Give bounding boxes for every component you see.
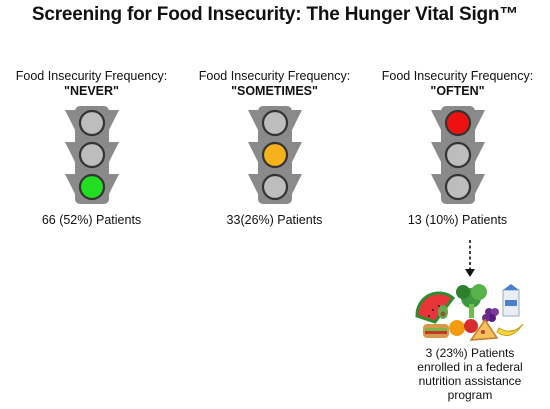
traffic-light-icon: [430, 106, 485, 204]
light-visor: [247, 110, 258, 130]
light-visor: [64, 174, 75, 194]
assistance-line: enrolled in a federal: [417, 360, 523, 374]
lit-lamp: [444, 109, 471, 137]
light-visor: [64, 110, 75, 130]
patient-count: 33(26%) Patients: [226, 213, 323, 227]
column-never: Food Insecurity Frequency: "NEVER" 66 (5…: [0, 0, 183, 409]
traffic-light-icon: [64, 106, 119, 204]
frequency-label: Food Insecurity Frequency:: [198, 69, 351, 83]
frequency-value: "SOMETIMES": [231, 84, 318, 98]
frequency-value: "NEVER": [64, 84, 119, 98]
light-visor: [430, 174, 441, 194]
frequency-value: "OFTEN": [430, 84, 485, 98]
light-visor: [291, 142, 302, 162]
light-visor: [474, 142, 485, 162]
assistance-note: 3 (23%) Patients enrolled in a federal n…: [400, 346, 540, 402]
unlit-lamp: [444, 141, 471, 169]
dashed-arrow-down-icon: [465, 240, 475, 277]
light-visor: [64, 142, 75, 162]
light-visor: [247, 142, 258, 162]
lit-lamp: [78, 173, 105, 201]
unlit-lamp: [261, 109, 288, 137]
assistance-line: nutrition assistance: [418, 374, 522, 388]
column-sometimes: Food Insecurity Frequency: "SOMETIMES" 3…: [183, 0, 366, 409]
light-visor: [291, 110, 302, 130]
unlit-lamp: [78, 141, 105, 169]
food-group-icon: [415, 284, 524, 341]
light-visor: [430, 142, 441, 162]
light-visor: [108, 142, 119, 162]
patient-count: 13 (10%) Patients: [407, 213, 508, 227]
unlit-lamp: [444, 173, 471, 201]
column-often: Food Insecurity Frequency: "OFTEN" 13 (1…: [366, 0, 549, 409]
light-visor: [108, 110, 119, 130]
light-visor: [247, 174, 258, 194]
light-visor: [474, 110, 485, 130]
frequency-label: Food Insecurity Frequency:: [15, 69, 168, 83]
unlit-lamp: [261, 173, 288, 201]
frequency-label: Food Insecurity Frequency:: [381, 69, 534, 83]
assistance-line: 3 (23%) Patients: [425, 346, 515, 360]
traffic-light-icon: [247, 106, 302, 204]
light-visor: [474, 174, 485, 194]
light-visor: [108, 174, 119, 194]
page-title: Screening for Food Insecurity: The Hunge…: [31, 4, 519, 25]
unlit-lamp: [78, 109, 105, 137]
light-visor: [291, 174, 302, 194]
lit-lamp: [261, 141, 288, 169]
light-visor: [430, 110, 441, 130]
assistance-line: program: [447, 388, 493, 402]
patient-count: 66 (52%) Patients: [41, 213, 142, 227]
